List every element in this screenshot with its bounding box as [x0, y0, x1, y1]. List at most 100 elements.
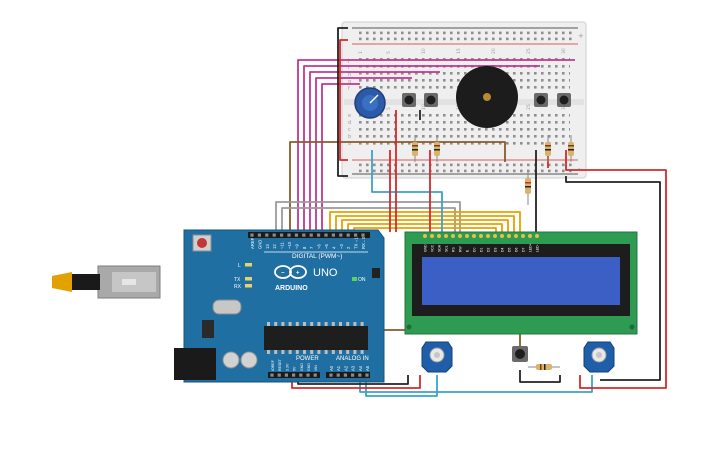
- lcd-pin[interactable]: [444, 234, 448, 238]
- joystick-module-2[interactable]: [583, 341, 615, 373]
- power-pin-socket[interactable]: [270, 373, 274, 377]
- lcd-pin[interactable]: [514, 234, 518, 238]
- lcd-pin-label: D1: [480, 248, 484, 252]
- digital-pin-label: ~10: [287, 241, 292, 249]
- lcd-pin[interactable]: [521, 234, 525, 238]
- power-pin-label: IOREF: [271, 359, 275, 371]
- pushbutton-5-cap[interactable]: [515, 349, 525, 359]
- digital-pin-socket[interactable]: [265, 233, 269, 237]
- reset-button[interactable]: [197, 238, 207, 248]
- lcd-pin-label: VCC: [431, 244, 435, 252]
- power-pin-label: GND: [300, 363, 304, 371]
- digital-pin-socket[interactable]: [331, 233, 335, 237]
- resistor-4: [568, 135, 574, 162]
- analog-pin-label: A3: [351, 365, 356, 371]
- power-pin-label: GND: [307, 363, 311, 371]
- rail-minus-label: -: [578, 165, 581, 173]
- breadboard-column-label: 10: [421, 104, 427, 110]
- lcd-pin[interactable]: [500, 234, 504, 238]
- on-label: ON: [358, 277, 366, 283]
- wire-magenta-5: [321, 83, 360, 232]
- breadboard-column-label: 15: [456, 48, 462, 54]
- chip-pin: [281, 322, 285, 326]
- power-pin-socket[interactable]: [306, 373, 310, 377]
- wires: [267, 27, 667, 397]
- analog-header: [326, 372, 370, 378]
- digital-pin-socket[interactable]: [317, 233, 321, 237]
- lcd-pin[interactable]: [458, 234, 462, 238]
- chip-pin: [353, 322, 357, 326]
- digital-pin-socket[interactable]: [280, 233, 284, 237]
- pushbutton-3[interactable]: [534, 93, 548, 107]
- power-pin-socket[interactable]: [277, 373, 281, 377]
- chip-pin: [360, 350, 364, 354]
- piezo-buzzer: [456, 66, 518, 128]
- lcd-pin[interactable]: [430, 234, 434, 238]
- analog-pin-socket[interactable]: [351, 373, 355, 377]
- lcd-pin[interactable]: [507, 234, 511, 238]
- lcd-pin[interactable]: [493, 234, 497, 238]
- digital-pin-socket[interactable]: [272, 233, 276, 237]
- usb-cable: [70, 274, 100, 290]
- analog-pin-socket[interactable]: [358, 373, 362, 377]
- analog-pin-socket[interactable]: [365, 373, 369, 377]
- pushbutton-3-cap[interactable]: [536, 95, 546, 105]
- lcd-pin-label: D2: [487, 248, 491, 252]
- lcd-pin-label: SCL: [445, 245, 449, 252]
- power-pin-socket[interactable]: [284, 373, 288, 377]
- lcd-pin[interactable]: [535, 234, 539, 238]
- crystal-oscillator: [212, 299, 242, 315]
- digital-pin-socket[interactable]: [309, 233, 313, 237]
- power-pin-socket[interactable]: [313, 373, 317, 377]
- lcd-pin[interactable]: [423, 234, 427, 238]
- power-pin-socket[interactable]: [299, 373, 303, 377]
- pushbutton-4-cap[interactable]: [559, 95, 569, 105]
- analog-pin-socket[interactable]: [343, 373, 347, 377]
- chip-pin: [310, 350, 314, 354]
- digital-pin-label: RX←0: [361, 236, 366, 249]
- resistor-5: [525, 172, 531, 205]
- pushbutton-2-cap[interactable]: [426, 95, 436, 105]
- lcd-pin[interactable]: [479, 234, 483, 238]
- pushbutton-1[interactable]: [402, 93, 416, 107]
- joystick-2-stick-cap: [596, 352, 602, 358]
- lcd-pin[interactable]: [437, 234, 441, 238]
- analog-pin-label: A5: [365, 365, 370, 371]
- power-jack: [174, 348, 216, 380]
- breadboard-row-label: j: [347, 58, 349, 64]
- resistor-2: [434, 135, 440, 162]
- wire-orange-1: [329, 211, 521, 232]
- potentiometer[interactable]: [354, 87, 386, 119]
- led-tx: [245, 277, 252, 281]
- digital-pin-socket[interactable]: [354, 233, 358, 237]
- led-l-label: L: [238, 263, 241, 269]
- logo-ring-left: [274, 265, 292, 279]
- digital-pin-socket[interactable]: [287, 233, 291, 237]
- digital-pin-socket[interactable]: [361, 233, 365, 237]
- pushbutton-1-cap[interactable]: [404, 95, 414, 105]
- digital-pin-socket[interactable]: [250, 233, 254, 237]
- digital-pin-label: ~5: [324, 244, 329, 249]
- pushbutton-5[interactable]: [512, 346, 528, 362]
- lcd-pin[interactable]: [465, 234, 469, 238]
- digital-pin-socket[interactable]: [339, 233, 343, 237]
- pushbutton-4[interactable]: [557, 93, 571, 107]
- resistor-2-band-2: [434, 149, 440, 151]
- lcd-pin[interactable]: [486, 234, 490, 238]
- digital-pin-socket[interactable]: [302, 233, 306, 237]
- digital-pin-socket[interactable]: [324, 233, 328, 237]
- breadboard-column-label: 25: [526, 48, 532, 54]
- digital-pin-socket[interactable]: [294, 233, 298, 237]
- lcd-pin-label: LED+: [529, 243, 533, 252]
- power-pin-socket[interactable]: [292, 373, 296, 377]
- joystick-module-1[interactable]: [421, 341, 453, 373]
- analog-pin-socket[interactable]: [336, 373, 340, 377]
- lcd-pin[interactable]: [451, 234, 455, 238]
- digital-pin-socket[interactable]: [346, 233, 350, 237]
- digital-pin-socket[interactable]: [257, 233, 261, 237]
- lcd-pin[interactable]: [472, 234, 476, 238]
- digital-pin-label: ~6: [317, 244, 322, 249]
- analog-pin-socket[interactable]: [329, 373, 333, 377]
- lcd-pin[interactable]: [528, 234, 532, 238]
- pushbutton-2[interactable]: [424, 93, 438, 107]
